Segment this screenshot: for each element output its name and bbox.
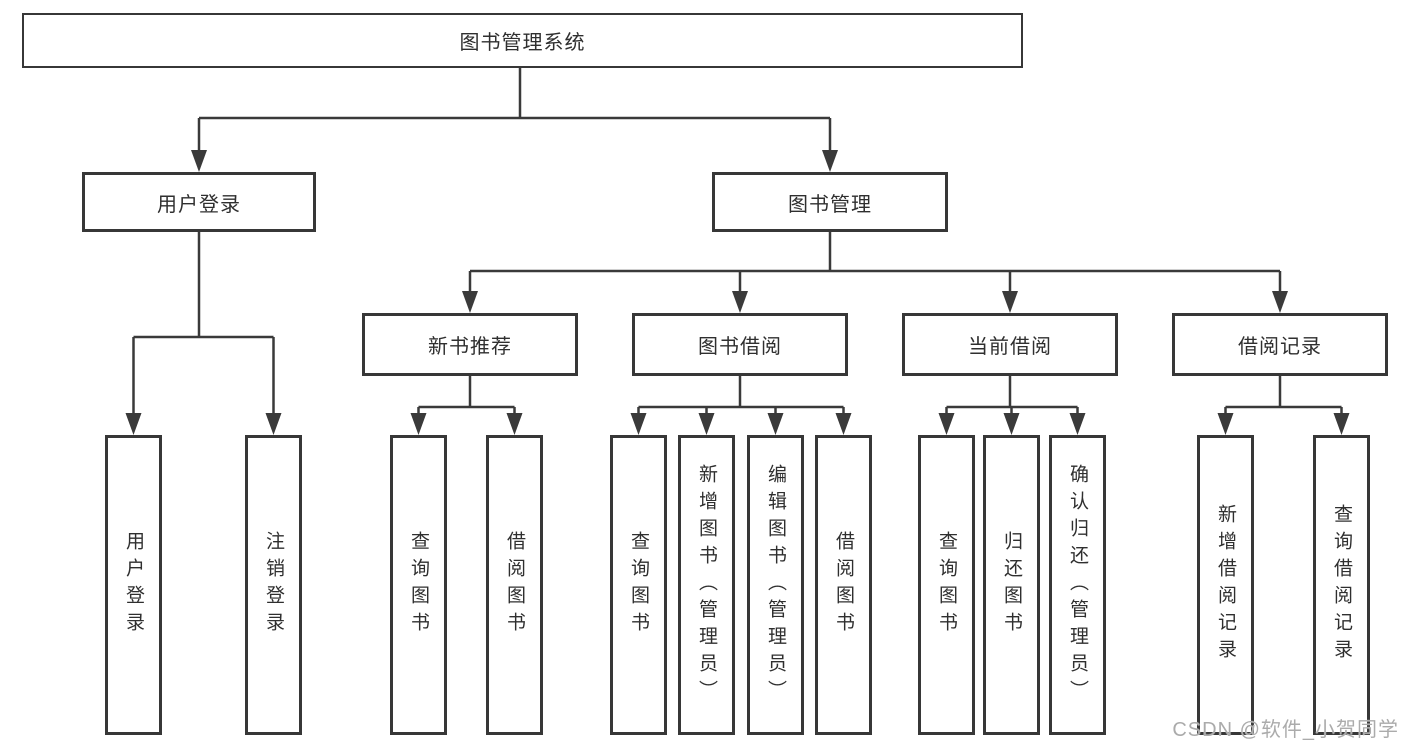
leaf-edit-book-admin: 编辑图书（管理员） (747, 435, 804, 735)
node-book-borrow: 图书借阅 (632, 313, 848, 376)
leaf-borrow-book-recommend: 借阅图书 (486, 435, 543, 735)
leaf-borrow-book: 借阅图书 (815, 435, 872, 735)
leaf-return-book: 归还图书 (983, 435, 1040, 735)
node-library-management-system: 图书管理系统 (22, 13, 1023, 68)
node-new-book-recommend: 新书推荐 (362, 313, 578, 376)
leaf-user-login: 用户登录 (105, 435, 162, 735)
leaf-query-book-borrow: 查询图书 (610, 435, 667, 735)
leaf-logout: 注销登录 (245, 435, 302, 735)
csdn-watermark: CSDN @软件_小贺同学 (1172, 719, 1399, 741)
leaf-query-borrow-record: 查询借阅记录 (1313, 435, 1370, 735)
node-current-borrow: 当前借阅 (902, 313, 1118, 376)
leaf-query-book-recommend: 查询图书 (390, 435, 447, 735)
node-borrow-records: 借阅记录 (1172, 313, 1388, 376)
leaf-add-borrow-record: 新增借阅记录 (1197, 435, 1254, 735)
node-book-management: 图书管理 (712, 172, 948, 232)
arrowheads (125, 150, 1350, 435)
leaf-add-book-admin: 新增图书（管理员） (678, 435, 735, 735)
leaf-query-book-current: 查询图书 (918, 435, 975, 735)
node-user-login: 用户登录 (82, 172, 316, 232)
leaf-confirm-return-admin: 确认归还（管理员） (1049, 435, 1106, 735)
